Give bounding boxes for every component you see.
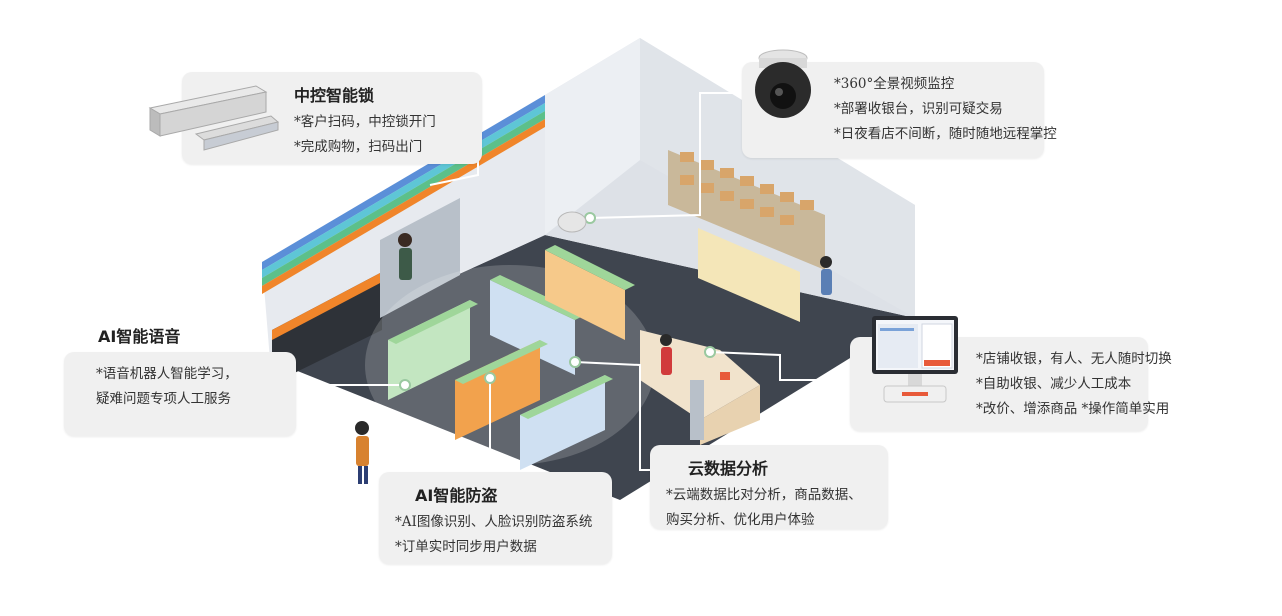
callout-smart-lock-line-2: *完成购物，扫码出门 — [294, 139, 423, 155]
shelf-unit-3 — [545, 245, 635, 340]
person-customer — [355, 421, 369, 484]
back-shelf — [668, 150, 825, 270]
callout-cloud-data: 云数据分析 *云端数据比对分析，商品数据、 购买分析、优化用户体验 — [650, 445, 888, 529]
callout-smart-lock-title: 中控智能锁 — [294, 86, 375, 105]
person-entering — [398, 233, 412, 280]
back-shelf-boxes — [680, 152, 814, 225]
callout-camera-line-1: *360°全景视频监控 — [834, 76, 955, 92]
shelf-unit-2 — [490, 275, 585, 375]
shelf-unit-1 — [388, 300, 478, 400]
leader-nodes — [399, 212, 716, 391]
callout-ai-anti-theft-title: AI智能防盗 — [415, 486, 498, 505]
leader-pos — [709, 351, 850, 381]
lightbox-sign — [698, 228, 800, 322]
magnetic-lock-icon — [148, 85, 280, 151]
person-shopper — [660, 334, 672, 375]
callout-cloud-data-line-2: 购买分析、优化用户体验 — [666, 512, 815, 528]
callout-ai-voice: *语音机器人智能学习， 疑难问题专项人工服务 — [64, 352, 296, 436]
person-staff — [820, 256, 832, 295]
store-back-wall-shade — [545, 38, 640, 235]
callout-ai-anti-theft-line-2: *订单实时同步用户数据 — [395, 539, 537, 555]
shelf-unit-5 — [520, 375, 613, 470]
storage-lockers-top — [272, 272, 382, 340]
callout-camera-line-3: *日夜看店不间断，随时随地远程掌控 — [834, 126, 1057, 142]
callout-ai-voice-line-2: 疑难问题专项人工服务 — [96, 391, 231, 407]
callout-pos-line-2: *自助收银、减少人工成本 — [976, 376, 1132, 392]
leader-cloud — [574, 361, 650, 471]
callout-ai-voice-line-1: *语音机器人智能学习， — [96, 366, 238, 382]
callout-pos-line-3: *改价、增添商品 *操作简单实用 — [976, 401, 1170, 417]
callout-pos: *店铺收银，有人、无人随时切换 *自助收银、减少人工成本 *改价、增添商品 *操… — [850, 337, 1172, 431]
callout-ai-anti-theft-line-1: *AI图像识别、人脸识别防盗系统 — [395, 514, 593, 530]
dome-camera-icon — [755, 49, 811, 118]
callout-cloud-data-title: 云数据分析 — [688, 459, 769, 478]
leader-camera — [589, 92, 742, 219]
callout-ai-anti-theft: AI智能防盗 *AI图像识别、人脸识别防盗系统 *订单实时同步用户数据 — [379, 472, 612, 564]
callout-pos-line-1: *店铺收银，有人、无人随时切换 — [976, 351, 1172, 367]
callout-cloud-data-line-1: *云端数据比对分析，商品数据、 — [666, 487, 862, 503]
pos-terminal-icon — [872, 316, 958, 403]
store-partition-wall — [640, 38, 915, 318]
store-door — [380, 198, 460, 318]
ceiling-camera-icon — [557, 211, 587, 233]
exit-gate — [690, 380, 704, 440]
ai-voice-title: AI智能语音 — [98, 327, 181, 346]
storage-lockers — [272, 272, 382, 384]
shelf-unit-4 — [455, 340, 548, 440]
callout-smart-lock-line-1: *客户扫码，中控锁开门 — [294, 114, 436, 130]
callout-camera-line-2: *部署收银台，识别可疑交易 — [834, 101, 1003, 117]
